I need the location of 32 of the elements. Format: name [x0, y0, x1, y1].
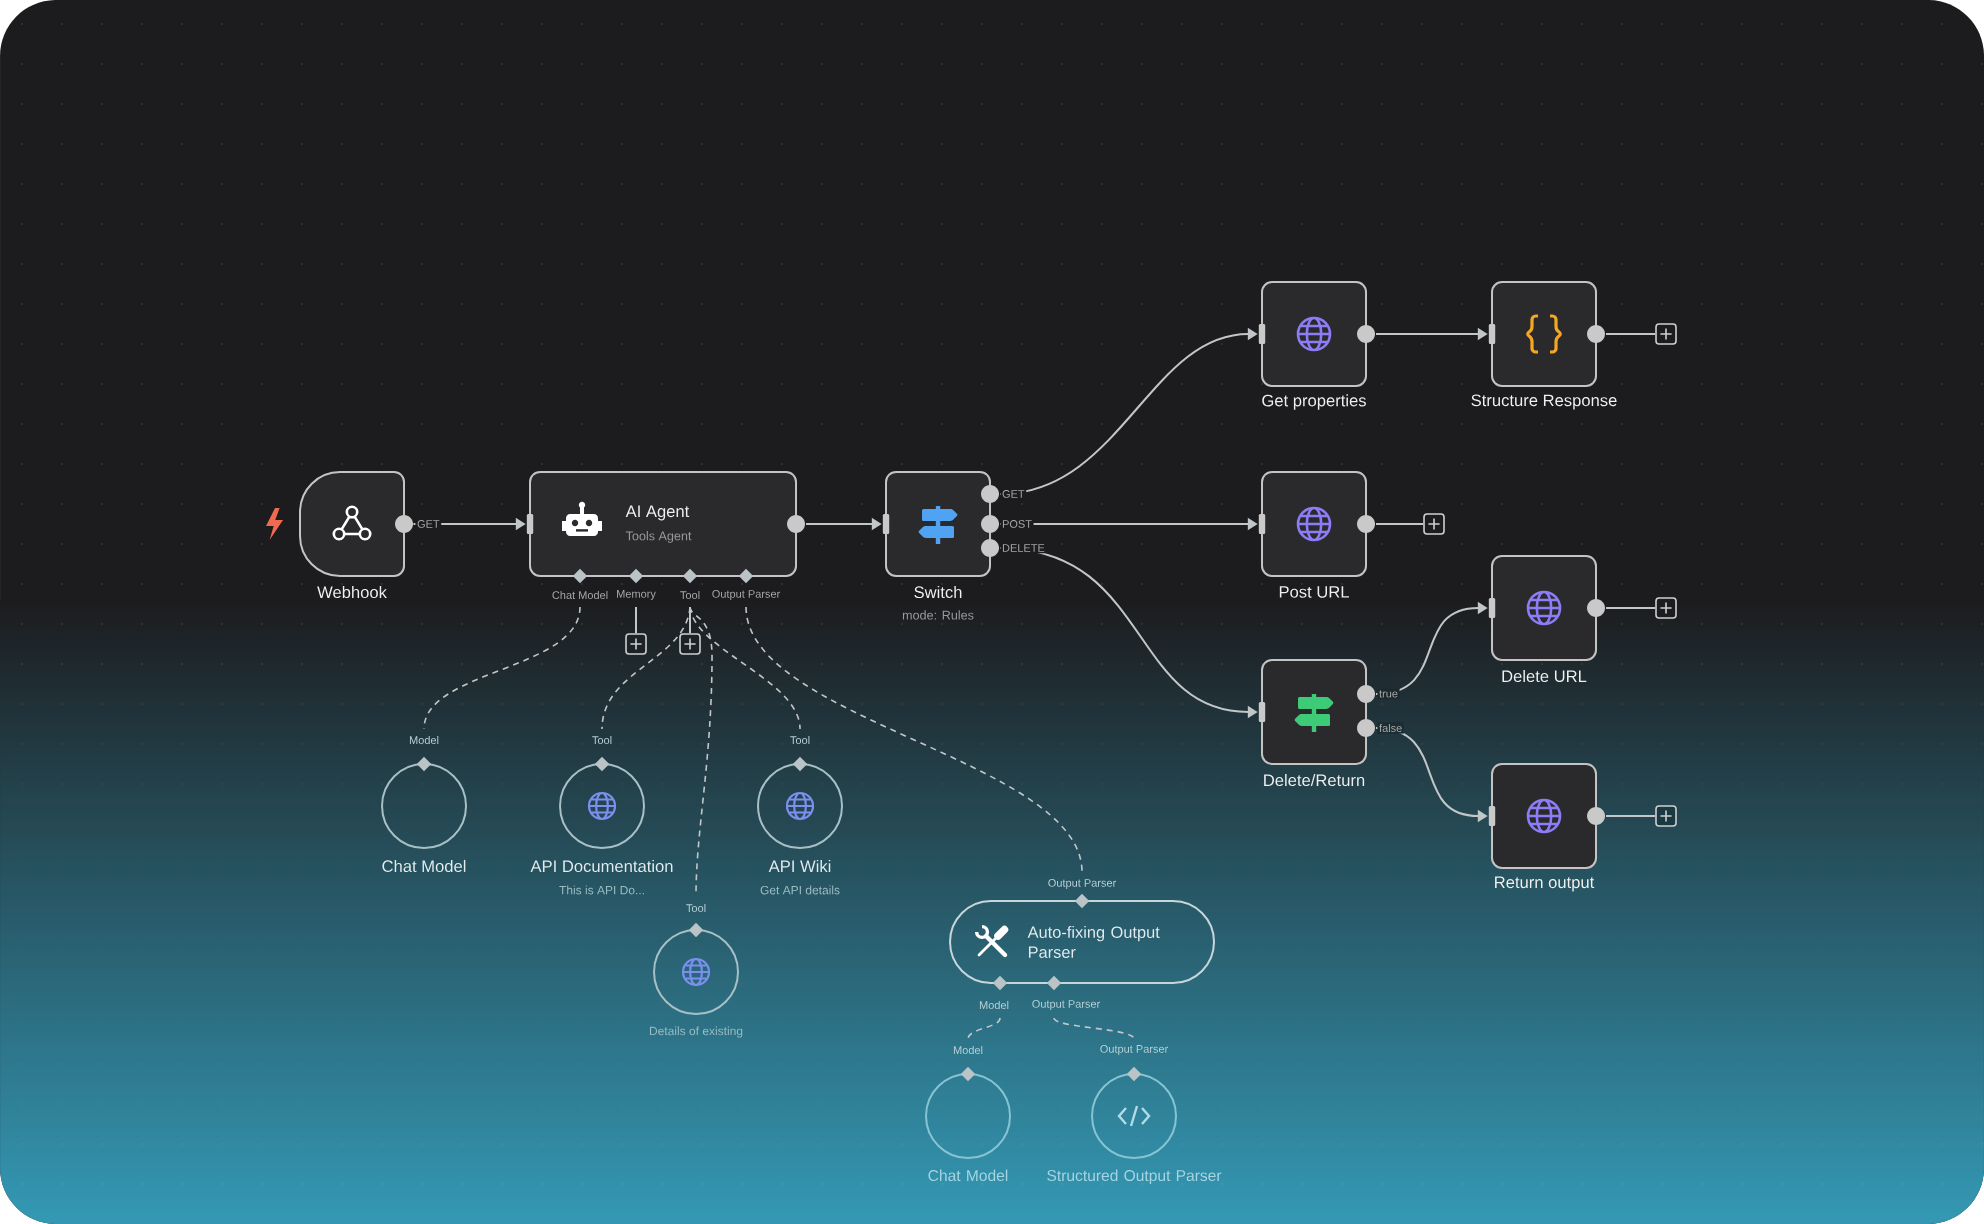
add-button — [1655, 597, 1677, 619]
connector-line — [635, 606, 637, 635]
node-title: Delete URL — [1502, 669, 1587, 683]
dashed-connector — [689, 606, 801, 730]
connector-line — [1375, 523, 1425, 525]
node-title: API Wiki — [768, 860, 831, 872]
dashed-connector — [601, 606, 691, 730]
node-title: Webhook — [317, 585, 387, 599]
dashed-connector — [745, 606, 1083, 873]
node-title: Auto-fixing Output Parser — [1027, 925, 1160, 958]
connector-line — [1605, 607, 1657, 609]
node-title: API Documentation — [530, 859, 673, 873]
node-title: Chat Model — [382, 859, 466, 873]
node-title: Post URL — [1279, 586, 1349, 598]
node-title: Return output — [1495, 876, 1595, 892]
connector-line — [1605, 333, 1657, 335]
dashed-connector — [423, 606, 581, 730]
add-button — [1423, 513, 1445, 535]
node-title: Get properties — [1262, 394, 1366, 410]
dashed-connector — [1053, 1017, 1135, 1040]
node-title: Delete/Return — [1264, 773, 1365, 787]
dashed-connector — [967, 1017, 1001, 1040]
add-button — [1655, 323, 1677, 345]
add-button — [625, 633, 647, 655]
node-title: Structure Response — [1471, 394, 1617, 410]
node-title: AI Agent — [625, 505, 690, 521]
connector-line — [1605, 815, 1657, 817]
add-button — [1655, 805, 1677, 827]
add-button — [679, 633, 701, 655]
port-dot — [395, 515, 413, 533]
dashed-connector — [689, 606, 713, 896]
node-title: Switch — [914, 585, 962, 599]
